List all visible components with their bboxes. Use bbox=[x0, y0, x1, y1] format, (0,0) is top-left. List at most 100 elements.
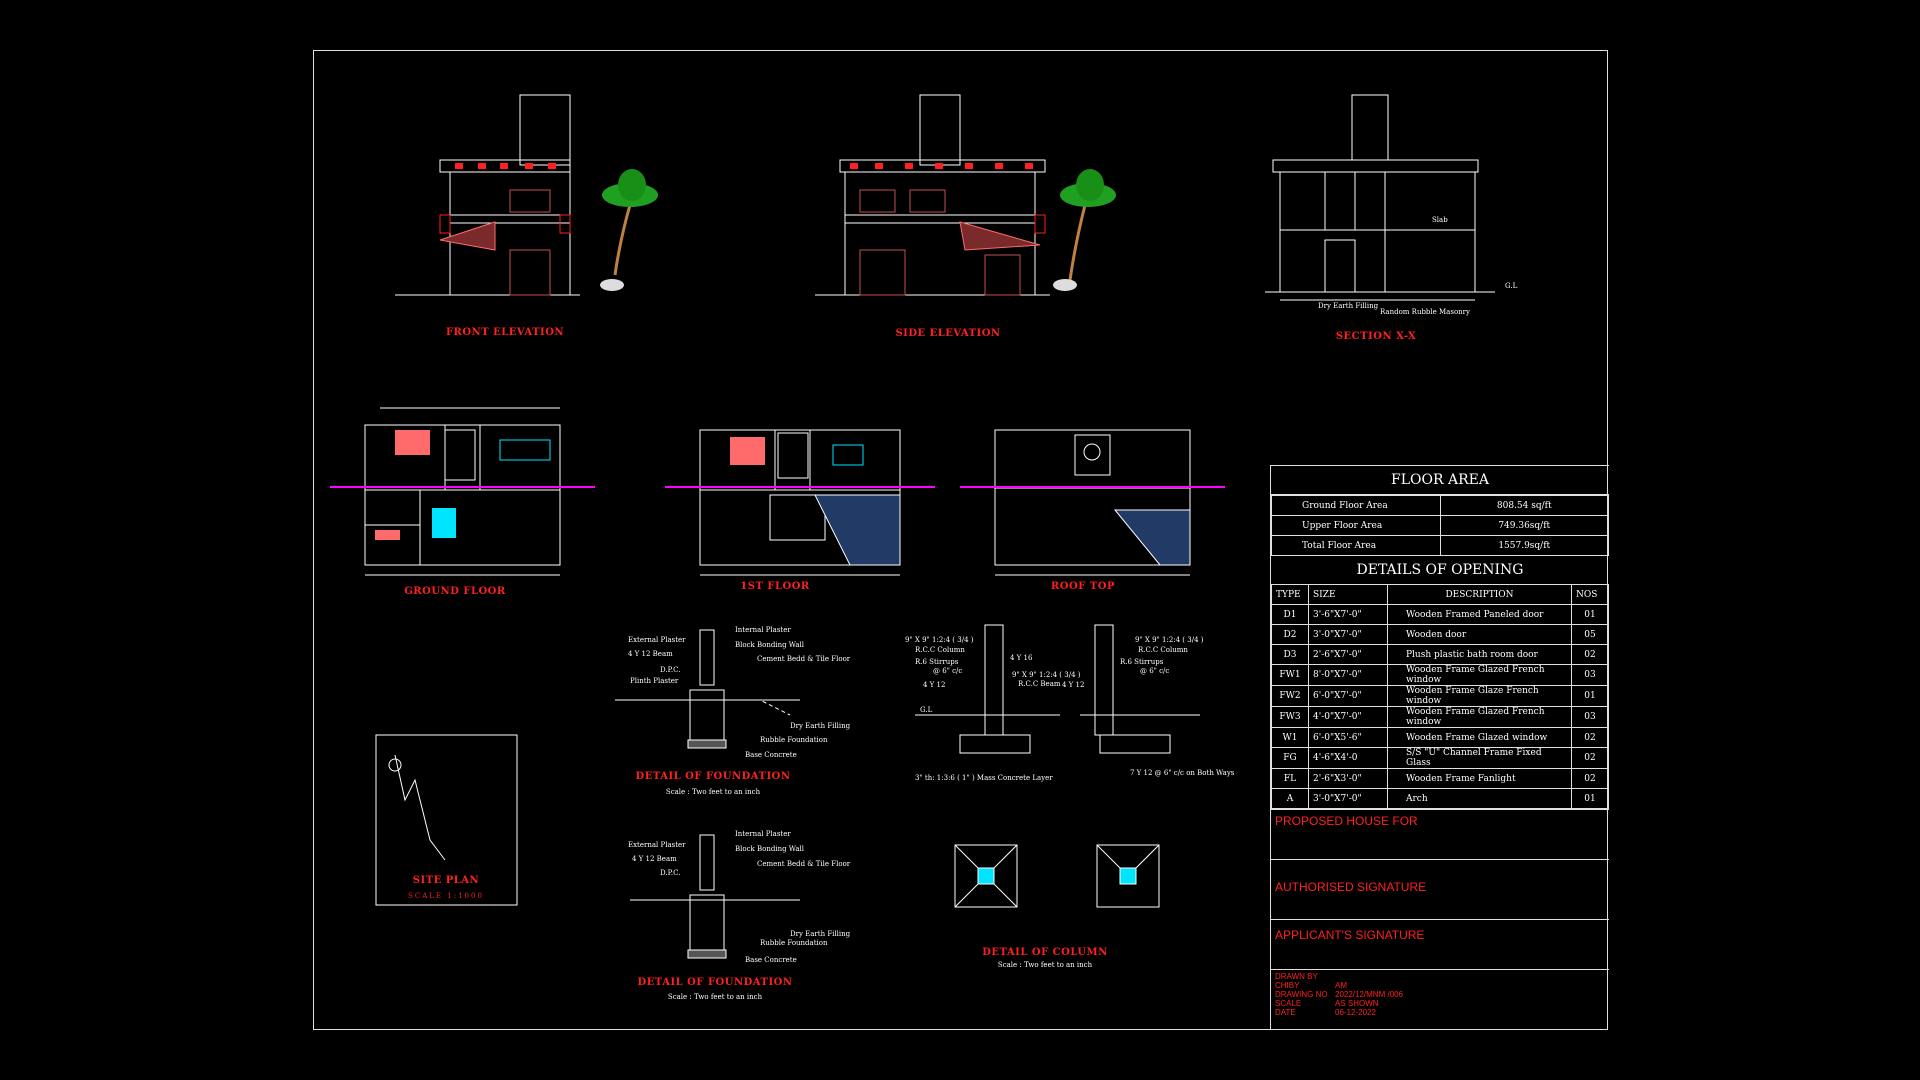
info-key: DATE bbox=[1275, 1008, 1296, 1017]
floor-area-value: 808.54 sq/ft bbox=[1439, 495, 1609, 516]
svg-text:Slab: Slab bbox=[1432, 216, 1448, 224]
column-footing-plans bbox=[954, 844, 1160, 908]
opening-desc: Wooden Frame Glazed French window bbox=[1387, 664, 1572, 686]
proposed-house-block: PROPOSED HOUSE FOR bbox=[1271, 809, 1609, 859]
svg-text:R.C.C Column: R.C.C Column bbox=[1138, 646, 1188, 654]
info-key: CHIBY bbox=[1275, 981, 1300, 990]
opening-type: D1 bbox=[1271, 604, 1309, 625]
svg-text:Rubble Foundation: Rubble Foundation bbox=[760, 736, 828, 744]
openings-header-cell: TYPE bbox=[1271, 584, 1309, 605]
floor-area-title: FLOOR AREA bbox=[1271, 465, 1609, 495]
roof-stair-hatch bbox=[960, 486, 1225, 566]
foundation-labels-2: External Plaster Internal Plaster Block … bbox=[628, 830, 851, 964]
first-floor-furniture bbox=[665, 437, 935, 566]
side-parapet-marks bbox=[850, 163, 1033, 169]
info-key: DRAWN BY bbox=[1275, 972, 1318, 981]
svg-text:4 Y 12 Beam: 4 Y 12 Beam bbox=[632, 855, 677, 863]
opening-size: 2'-6"X7'-0" bbox=[1308, 644, 1388, 665]
opening-nos: 01 bbox=[1571, 604, 1609, 625]
foundation-labels-1: External Plaster Internal Plaster Block … bbox=[628, 626, 851, 759]
svg-text:4 Y 12 Beam: 4 Y 12 Beam bbox=[628, 650, 673, 658]
opening-desc: Wooden Frame Glaze French window bbox=[1387, 685, 1572, 707]
floor-area-label: Upper Floor Area bbox=[1271, 515, 1441, 536]
opening-desc: Wooden Framed Paneled door bbox=[1387, 604, 1572, 625]
floor-area-label: Ground Floor Area bbox=[1271, 495, 1441, 516]
openings-header-cell: DESCRIPTION bbox=[1387, 584, 1572, 605]
svg-text:9" X 9" 1:2:4 ( 3/4 ): 9" X 9" 1:2:4 ( 3/4 ) bbox=[905, 636, 974, 644]
opening-desc: Arch bbox=[1387, 788, 1572, 809]
svg-text:Dry Earth Filling: Dry Earth Filling bbox=[1318, 302, 1379, 310]
opening-type: A bbox=[1271, 788, 1309, 809]
foundation-title-2: DETAIL OF FOUNDATION bbox=[638, 977, 793, 988]
opening-type: FW1 bbox=[1271, 664, 1309, 686]
info-value: 2022/12/MNM /006 bbox=[1335, 990, 1404, 999]
svg-text:9" X 9" 1:2:4 ( 3/4 ): 9" X 9" 1:2:4 ( 3/4 ) bbox=[1135, 636, 1204, 644]
svg-text:R.C.C Column: R.C.C Column bbox=[915, 646, 965, 654]
opening-desc: Wooden Frame Fanlight bbox=[1387, 768, 1572, 789]
svg-text:D.P.C.: D.P.C. bbox=[660, 869, 680, 877]
opening-nos: 02 bbox=[1571, 768, 1609, 789]
ground-floor-title: GROUND FLOOR bbox=[404, 586, 506, 597]
svg-text:Random Rubble Masonry: Random Rubble Masonry bbox=[1380, 308, 1470, 316]
ground-floor-furniture bbox=[330, 430, 595, 540]
palm-tree-side bbox=[1053, 169, 1116, 291]
svg-text:SITE PLAN: SITE PLAN bbox=[413, 875, 479, 886]
svg-text:Base Concrete: Base Concrete bbox=[745, 751, 797, 759]
column-title: DETAIL OF COLUMN bbox=[982, 947, 1108, 958]
side-elevation bbox=[815, 94, 1050, 296]
opening-nos: 01 bbox=[1571, 788, 1609, 809]
opening-size: 6'-0"X5'-6" bbox=[1308, 727, 1388, 748]
opening-nos: 02 bbox=[1571, 747, 1609, 769]
opening-nos: 02 bbox=[1571, 727, 1609, 748]
section-xx bbox=[1265, 94, 1495, 301]
front-parapet-marks bbox=[455, 163, 556, 169]
svg-text:Cement Bedd & Tile Floor: Cement Bedd & Tile Floor bbox=[757, 860, 851, 868]
column-detail-elevations bbox=[915, 624, 1200, 754]
opening-type: W1 bbox=[1271, 727, 1309, 748]
authorised-signature-block: AUTHORISED SIGNATURE bbox=[1271, 859, 1609, 919]
opening-size: 3'-0"X7'-0" bbox=[1308, 624, 1388, 645]
foundation-scale-1: Scale : Two feet to an inch bbox=[666, 788, 761, 796]
opening-nos: 01 bbox=[1571, 685, 1609, 707]
opening-size: 8'-0"X7'-0" bbox=[1308, 664, 1388, 686]
opening-size: 3'-0"X7'-0" bbox=[1308, 788, 1388, 809]
first-floor-title: 1ST FLOOR bbox=[740, 581, 810, 592]
opening-desc: S/S "U" Channel Frame Fixed Glass bbox=[1387, 747, 1572, 769]
column-labels: 9" X 9" 1:2:4 ( 3/4 ) R.C.C Column R.6 S… bbox=[905, 636, 1235, 782]
section-labels: Slab G.L Random Rubble Masonry Dry Earth… bbox=[1318, 216, 1518, 316]
opening-size: 3'-6"X7'-0" bbox=[1308, 604, 1388, 625]
svg-text:Plinth Plaster: Plinth Plaster bbox=[630, 677, 679, 685]
opening-nos: 05 bbox=[1571, 624, 1609, 645]
foundation-detail-2 bbox=[630, 834, 800, 959]
opening-desc: Wooden door bbox=[1387, 624, 1572, 645]
svg-text:G.L: G.L bbox=[920, 706, 933, 714]
svg-text:4 Y 16: 4 Y 16 bbox=[1010, 654, 1033, 662]
svg-text:R.6 Stirrups: R.6 Stirrups bbox=[915, 658, 959, 666]
svg-text:External Plaster: External Plaster bbox=[628, 636, 686, 644]
svg-text:Block Bonding Wall: Block Bonding Wall bbox=[735, 845, 805, 853]
floor-area-value: 1557.9sq/ft bbox=[1439, 535, 1609, 556]
front-elevation-title: FRONT ELEVATION bbox=[446, 327, 564, 338]
front-elevation bbox=[395, 94, 580, 296]
site-plan: SITE PLAN SCALE 1:1000 bbox=[375, 734, 518, 906]
svg-text:Internal Plaster: Internal Plaster bbox=[735, 830, 791, 838]
applicant-signature-block: APPLICANT'S SIGNATURE bbox=[1271, 919, 1609, 969]
svg-text:Dry Earth Filling: Dry Earth Filling bbox=[790, 722, 851, 730]
opening-type: D2 bbox=[1271, 624, 1309, 645]
side-elevation-title: SIDE ELEVATION bbox=[895, 328, 1000, 339]
